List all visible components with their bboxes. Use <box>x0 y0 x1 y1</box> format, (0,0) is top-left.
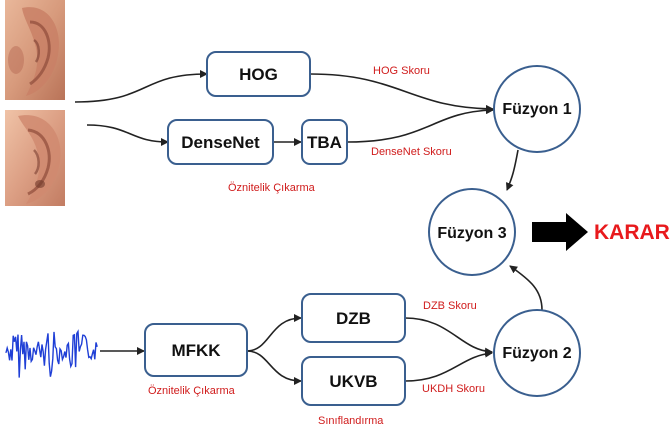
densenet-label: DenseNet <box>181 133 260 152</box>
edge-mfkk-to-dzb <box>246 314 302 352</box>
mfkk-node: MFKK <box>144 323 248 377</box>
tba-label: TBA <box>307 133 342 152</box>
thick-right-arrow-icon <box>532 213 588 251</box>
hog-label: HOG <box>239 65 278 84</box>
densenet-node: DenseNet <box>167 119 274 165</box>
edge-dzb-to-fusion2 <box>404 317 493 356</box>
audio-waveform-icon <box>5 329 98 378</box>
dzb-score-label: DZB Skoru <box>423 300 477 312</box>
fusion2-label: Füzyon 2 <box>502 345 571 362</box>
hog-score-label: HOG Skoru <box>373 65 430 77</box>
edge-fusion1-to-fusion3 <box>505 149 519 191</box>
dzb-label: DZB <box>336 309 371 328</box>
edge-fusion2-to-fusion3 <box>509 265 543 311</box>
dzb-node: DZB <box>301 293 406 343</box>
classification-caption: Sınıflandırma <box>318 415 384 427</box>
fusion3-node: Füzyon 3 <box>428 188 516 276</box>
edge-mfkk-to-ukvb <box>246 350 302 385</box>
edges <box>74 70 543 385</box>
fusion3-label: Füzyon 3 <box>437 225 506 242</box>
fusion1-label: Füzyon 1 <box>502 101 571 118</box>
ear-feature-caption: Öznitelik Çıkarma <box>228 182 316 194</box>
edge-ear-to-hog <box>74 70 208 103</box>
densenet-score-label: DenseNet Skoru <box>371 146 452 158</box>
edge-tba-to-fusion1 <box>346 106 494 143</box>
ukvb-label: UKVB <box>329 372 377 391</box>
edge-ukvb-to-fusion2 <box>404 349 493 382</box>
ear-photo-bottom <box>5 110 65 206</box>
hog-node: HOG <box>206 51 311 97</box>
audio-feature-caption: Öznitelik Çıkarma <box>148 385 236 397</box>
mfkk-label: MFKK <box>171 341 221 360</box>
fusion1-node: Füzyon 1 <box>493 65 581 153</box>
edge-hog-to-fusion1 <box>309 73 494 113</box>
ukvb-node: UKVB <box>301 356 406 406</box>
fusion2-node: Füzyon 2 <box>493 309 581 397</box>
ear-photo-top <box>5 0 65 100</box>
edge-ear-to-densenet <box>86 124 169 146</box>
tba-node: TBA <box>301 119 348 165</box>
ukdh-score-label: UKDH Skoru <box>422 383 485 395</box>
decision-label: KARAR <box>594 221 670 244</box>
